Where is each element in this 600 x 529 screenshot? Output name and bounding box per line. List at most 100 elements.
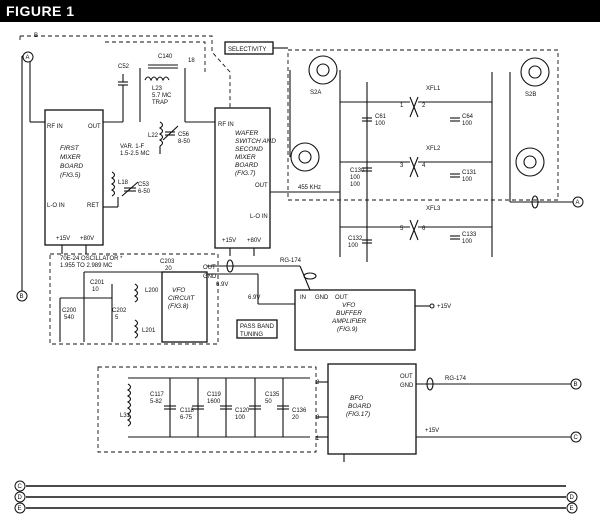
pbt-components: L31 C117 5-82 C118 6-75 C119 1600 C120 1… [120,377,320,442]
svg-text:RG-174: RG-174 [445,376,467,382]
bus-marker-b-left: B [16,290,28,302]
svg-text:OUT: OUT [400,374,413,380]
svg-text:BOARD: BOARD [60,163,83,170]
svg-text:18: 18 [188,58,195,64]
oscillator-components: C203 20 C201 10 C202 5 C200 540 L200 L20… [59,259,175,342]
svg-text:C61: C61 [375,114,387,120]
svg-text:OUT: OUT [335,295,348,301]
svg-text:FIRST: FIRST [60,145,80,152]
selectivity-wiring [270,70,575,262]
svg-text:100: 100 [462,239,473,245]
svg-text:+15V: +15V [437,304,451,310]
svg-text:C130: C130 [350,168,365,174]
svg-text:XFL1: XFL1 [426,86,441,92]
svg-text:OUT: OUT [88,124,101,130]
svg-text:SECOND: SECOND [235,146,263,153]
svg-text:+15V: +15V [56,236,70,242]
svg-text:D: D [570,495,575,501]
svg-text:1: 1 [400,103,404,109]
svg-text:6-50: 6-50 [138,189,151,195]
bfo-board: BFO BOARD (FIG.17) OUT GND [316,363,417,462]
svg-text:C200: C200 [62,308,77,314]
svg-text:10: 10 [92,287,99,293]
svg-text:S2B: S2B [525,92,536,98]
var-if-label: VAR. 1-F [120,144,145,150]
bfo-coax: RG-174 [416,376,572,391]
svg-text:5-82: 5-82 [150,399,163,405]
svg-text:OUT: OUT [203,265,216,271]
svg-text:L23: L23 [152,86,163,92]
svg-text:RF IN: RF IN [47,124,63,130]
svg-text:C135: C135 [265,392,280,398]
svg-text:2: 2 [316,380,320,386]
svg-text:SWITCH AND: SWITCH AND [235,138,276,145]
svg-text:BOARD: BOARD [348,403,371,410]
svg-text:1.5-2.5 MC: 1.5-2.5 MC [120,151,150,157]
bus-marker-a-left: A [22,51,34,63]
switch-s2a[interactable]: S2A [289,55,338,172]
svg-text:C: C [574,435,579,441]
svg-text:A: A [576,200,580,206]
l18-c53: L18 C53 6-50 [103,171,151,208]
svg-text:100: 100 [350,175,361,181]
svg-text:IN: IN [300,295,306,301]
svg-text:(FIG.7): (FIG.7) [235,170,256,177]
svg-text:5.7 MC: 5.7 MC [152,93,172,99]
bus-marker-c-right: C [570,431,582,443]
svg-text:C118: C118 [180,408,195,414]
freq-455-label: 455 KHz [298,185,321,191]
svg-text:+80V: +80V [247,238,261,244]
svg-text:C202: C202 [112,308,127,314]
voltage-15v-bfo: +15V [425,428,439,434]
bus-marker-b-right: B [570,378,582,390]
switch-s2b[interactable]: S2B [515,57,550,177]
svg-text:VFO: VFO [172,287,185,294]
svg-text:BFO: BFO [350,395,363,402]
svg-text:S2A: S2A [310,90,321,96]
selectivity-label: SELECTIVITY [224,41,274,55]
svg-text:A: A [26,55,30,61]
svg-text:100: 100 [462,177,473,183]
svg-text:GND: GND [400,383,414,389]
first-mixer-board: FIRST MIXER BOARD (FIG.5) RF IN OUT L-O … [44,109,104,254]
svg-text:L-O IN: L-O IN [47,203,65,209]
svg-text:OUT: OUT [255,183,268,189]
selectivity-enclosure [287,49,559,201]
svg-text:PASS BAND: PASS BAND [240,324,275,330]
svg-text:C53: C53 [138,182,150,188]
svg-text:CIRCUIT: CIRCUIT [168,295,195,302]
bottom-bus-lines: C D E D E [14,480,578,514]
svg-text:5: 5 [115,315,119,321]
svg-text:RF IN: RF IN [218,122,234,128]
filter-xfl2: XFL2 3 4 [400,146,441,178]
oscillator-label: 70E-24 OSCILLATOR * [60,256,123,262]
svg-text:L18: L18 [118,180,129,186]
figure-title: FIGURE 1 [6,3,75,19]
svg-text:RET: RET [87,203,99,209]
svg-text:100: 100 [350,182,361,188]
svg-text:1.955 TO 2.989 MC: 1.955 TO 2.989 MC [60,263,113,269]
svg-text:SELECTIVITY: SELECTIVITY [228,47,266,53]
selectivity-caps: C61 100 C64 100 C130 100 100 C131 100 C1… [348,114,477,249]
vfo-coax: RG-174 [207,258,317,305]
filter-xfl1: XFL1 1 2 [400,86,441,118]
svg-text:C52: C52 [118,64,130,70]
pbt-enclosure [97,366,317,453]
svg-text:100: 100 [462,121,473,127]
svg-text:8-50: 8-50 [178,139,191,145]
svg-text:C117: C117 [150,392,165,398]
svg-text:(FIG.17): (FIG.17) [346,411,370,418]
svg-text:WAFER: WAFER [235,130,259,137]
vfo-buffer-amplifier: IN GND OUT VFO BUFFER AMPLIFIER (FIG.9) … [294,289,451,351]
svg-text:MIXER: MIXER [60,154,81,161]
svg-text:E: E [18,506,22,512]
svg-text:MIXER: MIXER [235,154,256,161]
svg-text:C56: C56 [178,132,190,138]
svg-text:C64: C64 [462,114,474,120]
left-bus-lines [21,55,31,297]
pass-band-tuning-label: PASS BAND TUNING [236,319,278,339]
svg-text:2: 2 [422,103,426,109]
svg-text:C140: C140 [158,54,173,60]
svg-text:C136: C136 [292,408,307,414]
svg-text:VFO: VFO [342,302,355,309]
